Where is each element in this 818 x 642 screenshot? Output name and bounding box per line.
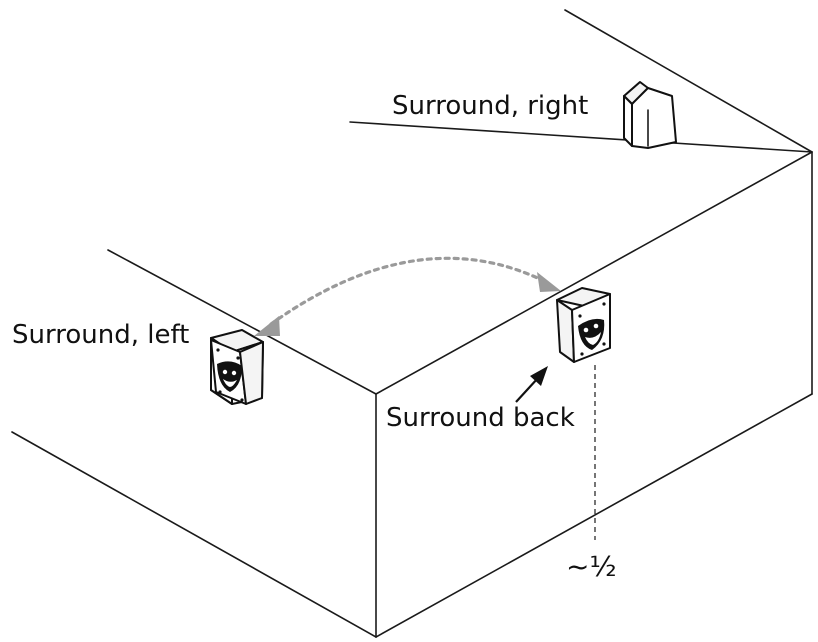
room-back-top-edge xyxy=(564,9,813,153)
arc-arrow-left-icon xyxy=(254,316,280,336)
arc-arrow-right-icon xyxy=(537,272,561,292)
pointer-arrow-line xyxy=(515,377,539,403)
speaker-left-icon xyxy=(210,329,264,405)
room-front-top-edge xyxy=(375,151,813,395)
pointer-arrow-icon xyxy=(530,366,548,386)
label-surround-right: Surround, right xyxy=(392,91,588,121)
speaker-right-icon xyxy=(623,81,677,149)
dispersion-arc-path xyxy=(269,256,550,326)
room-outline xyxy=(11,9,813,638)
room-bottom-right-edge xyxy=(375,393,813,638)
room-mid-top-edge xyxy=(349,121,813,153)
surround-back-pointer xyxy=(515,366,548,403)
label-surround-back: Surround back xyxy=(386,403,575,433)
label-distance-marker: ~½ xyxy=(566,550,617,583)
dispersion-arc xyxy=(254,256,561,336)
room-bottom-left-edge xyxy=(11,431,377,638)
speaker-back-icon xyxy=(556,287,611,363)
room-left-top-edge xyxy=(107,249,377,395)
label-surround-left: Surround, left xyxy=(12,320,189,350)
